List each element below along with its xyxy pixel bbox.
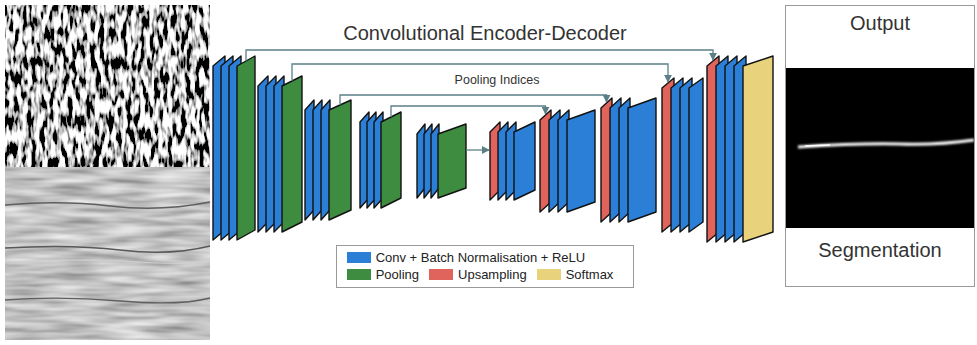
output-panel-ground: [786, 6, 974, 286]
pooling-index-arrow: [466, 149, 489, 150]
layer-slab: [329, 100, 351, 220]
layer-slab: [381, 112, 401, 208]
panel-heading: Segmentation: [818, 239, 941, 262]
legend-item: Softmax: [537, 266, 614, 283]
legend-swatch: [347, 252, 371, 263]
pooling-index-arrow: [340, 95, 607, 105]
legend-swatch: [429, 269, 453, 280]
segmented-horizon: [805, 145, 830, 146]
seismic-input-image: [5, 5, 210, 340]
layer-slab: [628, 98, 656, 222]
diagram-title: Convolutional Encoder-Decoder: [343, 22, 627, 45]
seismic-horizon: [5, 246, 210, 252]
seismic-smooth-region: [5, 167, 210, 340]
pooling-index-arrow: [246, 50, 713, 61]
legend-item: Pooling: [347, 266, 419, 283]
legend-box: Conv + Batch Normalisation + ReLUPooling…: [336, 245, 635, 288]
layer-slab: [237, 56, 255, 240]
layer-slab: [689, 78, 703, 232]
legend-text: Pooling: [376, 266, 419, 283]
pooling-index-arrow: [391, 106, 546, 117]
label-wrap: Pooling Indices: [452, 73, 543, 87]
legend-text: Upsampling: [458, 266, 527, 283]
legend-row: Pooling Upsampling Softmax: [347, 266, 624, 283]
output-panel: OutputSegmentation: [785, 5, 975, 287]
seismic-horizon: [5, 259, 210, 263]
legend-text: Conv + Batch Normalisation + ReLU: [376, 249, 586, 266]
seismic-horizon: [5, 298, 210, 303]
seismic-horizon: [5, 202, 210, 208]
layer-slab: [567, 110, 595, 212]
annotation-label: Pooling Indices: [452, 73, 543, 87]
legend-text: Softmax: [566, 266, 614, 283]
segmentation-output-image: [786, 6, 974, 286]
legend-item: Upsampling: [429, 266, 527, 283]
legend-swatch: [537, 269, 561, 280]
seismic-noisy-region: [5, 5, 210, 167]
legend-row: Conv + Batch Normalisation + ReLU: [347, 249, 624, 266]
pooling-index-arrows: [246, 50, 713, 150]
title-wrap: Convolutional Encoder-Decoder: [343, 22, 627, 45]
legend-item: Conv + Batch Normalisation + ReLU: [347, 249, 586, 266]
legend-swatch: [347, 269, 371, 280]
segmentation-mask: [786, 68, 974, 228]
layer-slab: [438, 124, 466, 198]
network-layers: [213, 56, 773, 242]
panel-heading: Output: [850, 12, 910, 35]
layer-slab: [743, 56, 773, 242]
layer-slab: [514, 122, 535, 200]
layer-slab: [282, 76, 302, 232]
segmented-horizon: [798, 140, 974, 147]
